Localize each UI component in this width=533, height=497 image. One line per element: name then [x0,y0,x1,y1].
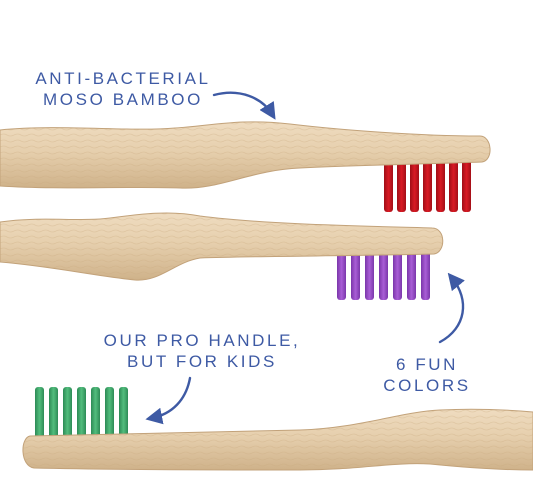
toothbrush-green [22,387,533,471]
callout-colors: 6 FUN COLORS [372,354,482,396]
callout-bamboo: ANTI-BACTERIAL MOSO BAMBOO [28,68,218,110]
bristles-red [384,158,471,212]
arrow-pro-handle-icon [145,376,192,425]
callout-pro-handle: OUR PRO HANDLE, BUT FOR KIDS [102,330,302,372]
callout-bamboo-line1: ANTI-BACTERIAL [35,69,211,88]
callout-bamboo-line2: MOSO BAMBOO [43,90,203,109]
callout-pro-handle-line2: BUT FOR KIDS [127,352,277,371]
arrow-colors-icon [438,272,465,344]
callout-colors-line2: COLORS [383,376,471,395]
bristles-green [35,387,128,439]
callout-pro-handle-line1: OUR PRO HANDLE, [103,331,301,350]
toothbrush-purple [0,212,444,300]
arrow-bamboo-icon [212,91,276,120]
callout-colors-line1: 6 FUN [395,355,459,374]
toothbrush-red [0,121,491,212]
bristles-purple [337,246,430,300]
